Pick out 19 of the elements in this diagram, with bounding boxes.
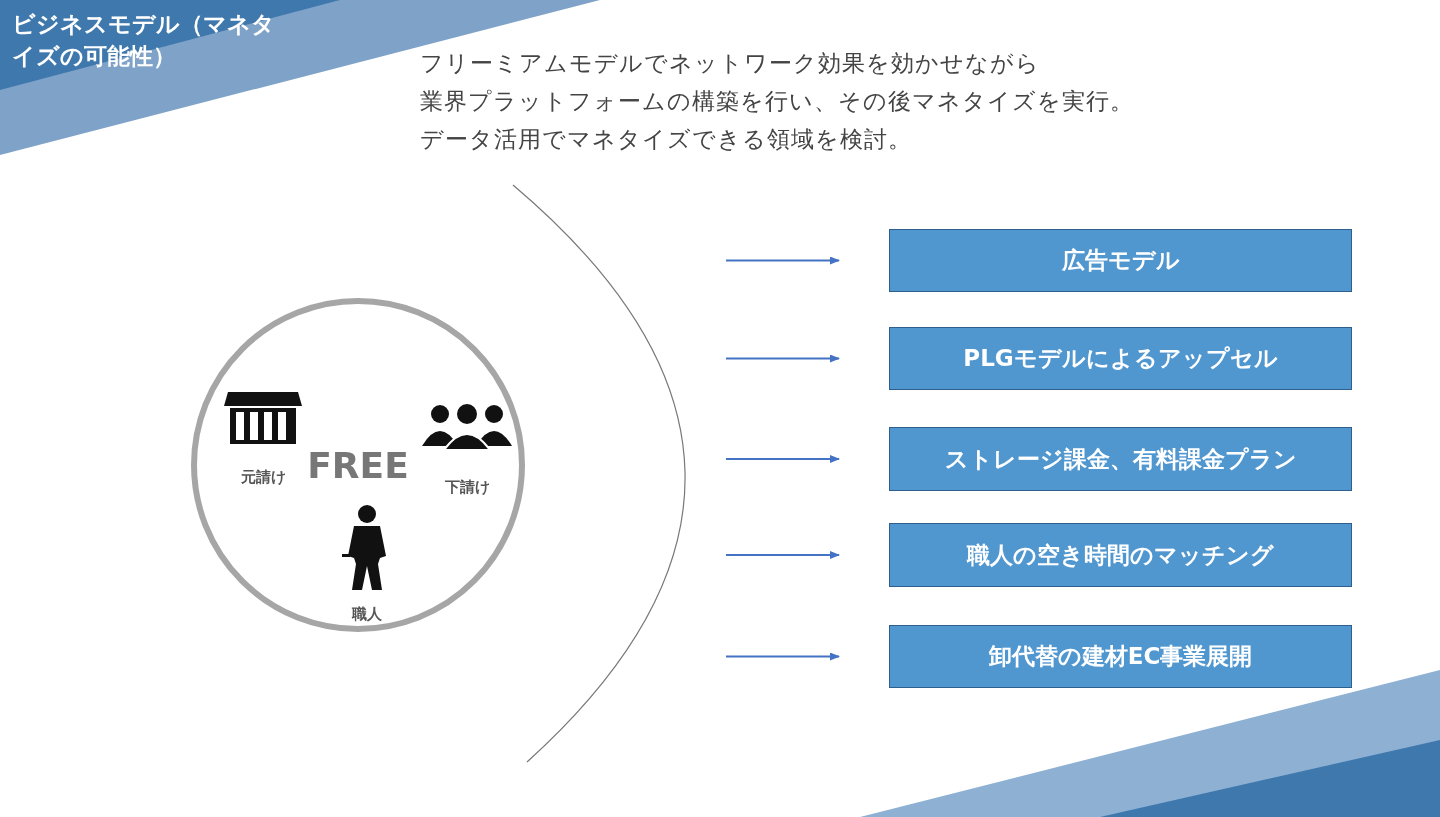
arrow [725,256,840,265]
model-box: PLGモデルによるアップセル [889,327,1352,390]
model-box: 卸代替の建材EC事業展開 [889,625,1352,688]
description-text: 業界プラットフォームの構築を行い、その後マネタイズを実行。 [420,87,1134,116]
arrow [725,551,840,559]
circle-label: FREE [307,444,409,486]
arrow [725,354,840,363]
icon-caption: 元請け [240,468,286,487]
arrow [725,652,840,661]
icon-caption: 下請け [444,478,490,497]
arrow [725,455,840,463]
slide-title: ビジネスモデル（マネタイズの可能性） [12,10,276,71]
model-box: ストレージ課金、有料課金プラン [889,427,1352,491]
model-box: 職人の空き時間のマッチング [889,523,1352,587]
model-box: 広告モデル [889,229,1352,292]
icon-caption: 職人 [352,605,382,624]
description-text: データ活用でマネタイズできる領域を検討。 [420,125,912,154]
description-text: フリーミアムモデルでネットワーク効果を効かせながら [420,49,1040,78]
free-circle [191,298,525,632]
